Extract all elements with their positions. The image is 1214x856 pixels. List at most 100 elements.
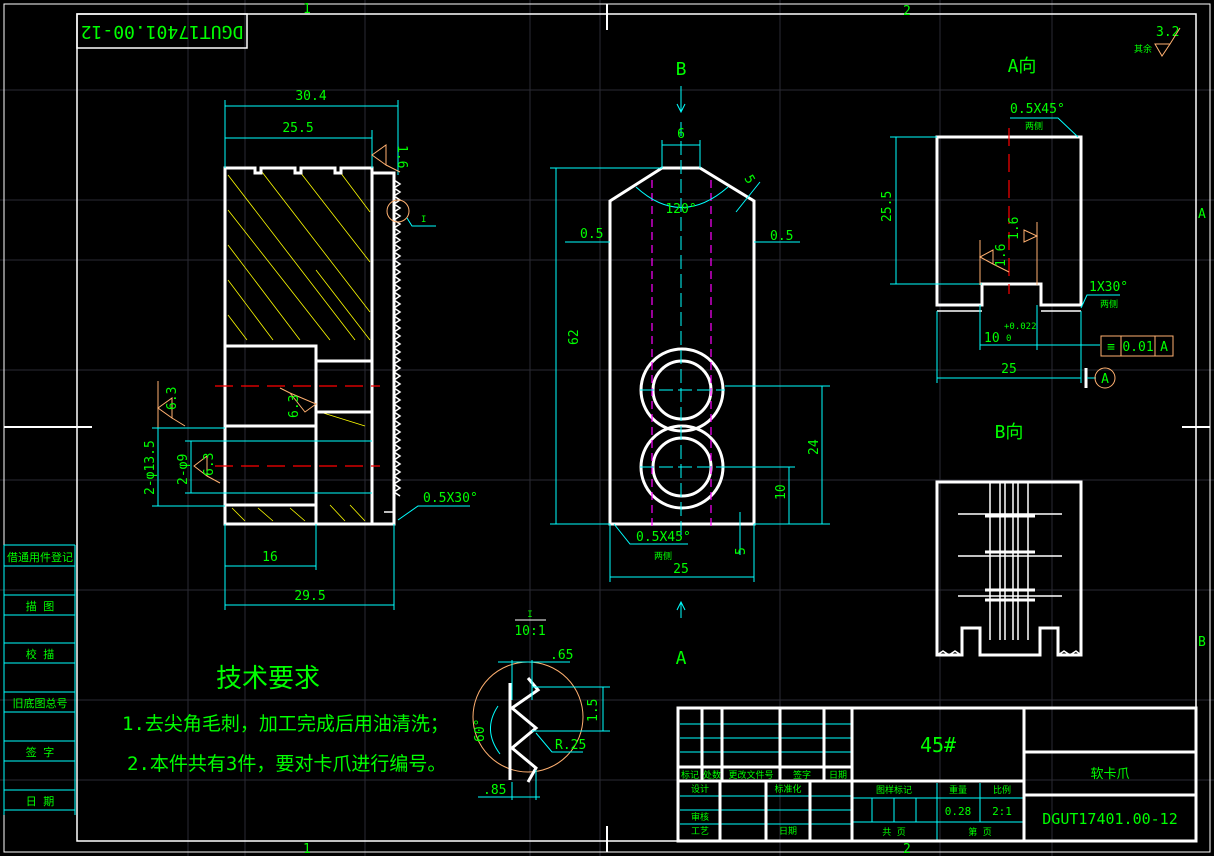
drawing-text: 5: [734, 547, 749, 555]
drawing-text: 审核: [691, 811, 709, 823]
drawing-text: 1.5: [586, 699, 601, 722]
drawing-text: 2.本件共有3件，要对卡爪进行编号。: [127, 753, 446, 775]
drawing-text: 6: [677, 127, 685, 142]
drawing-text: 0.5X45°: [636, 530, 691, 545]
drawing-text: 设计: [691, 783, 709, 795]
drawing-text: 共 页: [882, 827, 905, 838]
drawing-text: 第 页: [968, 826, 991, 838]
drawing-text: 6.3: [287, 395, 302, 418]
drawing-text: 日 期: [26, 795, 55, 808]
drawing-text: 处数: [703, 769, 721, 781]
drawing-text: .85: [483, 783, 506, 798]
weight: 0.28: [945, 805, 972, 818]
drawing-text: A: [1160, 340, 1168, 355]
drawing-text: 旧底图总号: [13, 696, 68, 710]
detail-view-i: I 10:1 .65 1.5 60° R.25 .85: [472, 610, 610, 800]
drawing-text: 1.6: [1007, 217, 1022, 240]
drawing-text: 25.5: [282, 121, 313, 136]
zone-label: 1: [303, 842, 311, 856]
datum-a: A: [1101, 372, 1109, 387]
zone-label: A: [1198, 207, 1206, 222]
view-label-b: B: [676, 59, 687, 80]
drawing-text: 工艺: [691, 826, 709, 837]
view-b: B向: [935, 422, 1083, 657]
drawing-text: 日期: [829, 770, 847, 781]
drawing-text: 两侧: [1100, 298, 1118, 310]
drawing-text: 0: [1006, 334, 1011, 344]
drawing-text: 借通用件登记: [7, 550, 73, 564]
drawing-text: 标记: [681, 769, 699, 781]
drawing-text: 1.6: [394, 145, 409, 168]
view-label-a: A: [676, 648, 687, 669]
drawing-text: 校 描: [26, 647, 55, 661]
drawing-text: 1.去尖角毛刺，加工完成后用油清洗；: [122, 713, 449, 735]
general-surface-finish-note: 其余 3.2: [1134, 25, 1181, 57]
drawing-text: 10: [774, 484, 789, 500]
technical-requirements: 技术要求 1.去尖角毛刺，加工完成后用油清洗； 2.本件共有3件，要对卡爪进行编…: [122, 664, 449, 775]
drawing-text: 3.2: [1156, 25, 1179, 40]
drawing-text: 2-φ13.5: [143, 440, 158, 495]
drawing-text: +0.022: [1004, 322, 1037, 332]
drawing-text: 标准化: [774, 783, 801, 795]
drawing-text: 描 图: [26, 599, 55, 613]
drawing-text: 1X30°: [1089, 280, 1128, 295]
rotated-drawing-number: DGUT17401.00-12: [76, 13, 248, 49]
left-signature-column: 借通用件登记 描 图 校 描 旧底图总号 签 字 日 期: [3, 544, 76, 815]
drawing-text: 0.5: [770, 229, 793, 244]
drawing-number: DGUT17401.00-12: [1042, 810, 1177, 828]
drawing-border: [3, 3, 1211, 853]
drawing-text: 29.5: [294, 589, 325, 604]
drawing-text: 16: [262, 550, 278, 565]
view-a: A向 0.5X45° 两侧 25.5 1.6 1.6 1X30° 两侧 10 +…: [880, 56, 1174, 389]
drawing-text: 日期: [779, 826, 797, 837]
drawing-text: B向: [995, 422, 1024, 443]
scale: 2:1: [992, 805, 1012, 818]
title-block: 标记 处数 更改文件号 签字 日期 设计 标准化 审核 工艺 日期 45# 图样…: [676, 706, 1198, 843]
drawing-text: 2-φ9: [176, 454, 191, 485]
drawing-text: 25: [673, 562, 689, 577]
drawing-text: 30.4: [295, 89, 326, 104]
drawing-text: 签字: [793, 769, 811, 781]
drawing-text: .65: [550, 648, 573, 663]
drawing-text: 25: [1001, 362, 1017, 377]
section-view: 30.4 25.5 1.6 I 6.3 6.3 6.3 2-φ13.5 2-φ9…: [143, 89, 478, 610]
drawing-text: 25.5: [880, 191, 895, 222]
drawing-text: A向: [1008, 56, 1037, 77]
zone-label: 2: [903, 842, 911, 856]
drawing-text: 6.3: [202, 453, 217, 476]
drawing-text: 0.5X45°: [1010, 102, 1065, 117]
drawing-text: I: [527, 610, 532, 620]
zone-label: 1: [303, 2, 311, 17]
drawing-text: 1.6: [994, 244, 1009, 267]
front-view: B A 6 5 120° 0.5 0.5 62 24 10 5 0.5X45° …: [550, 59, 830, 669]
material: 45#: [920, 733, 956, 757]
zone-label: 2: [903, 4, 911, 19]
drawing-text: 比例: [993, 784, 1011, 796]
drawing-text: 两侧: [654, 550, 672, 562]
drawing-text: 技术要求: [216, 664, 320, 694]
drawing-text: 两侧: [1025, 120, 1043, 132]
drawing-text: 0.5: [580, 227, 603, 242]
drawing-text: DGUT17401.00-12: [81, 21, 244, 42]
drawing-text: 签 字: [26, 745, 55, 759]
flatness-tolerance-frame: ≡ 0.01 A: [1100, 335, 1174, 357]
drawing-text: R.25: [555, 738, 586, 753]
drawing-text: 62: [567, 329, 582, 345]
drawing-text: 更改文件号: [728, 769, 773, 781]
drawing-text: 24: [807, 439, 822, 455]
drawing-text: 120°: [665, 202, 696, 217]
drawing-text: ≡: [1107, 340, 1115, 355]
drawing-text: 10:1: [514, 624, 545, 639]
drawing-text: 0.5X30°: [423, 491, 478, 506]
drawing-text: 其余: [1134, 43, 1152, 55]
drawing-text: 5: [741, 173, 758, 187]
part-name: 软卡爪: [1090, 767, 1129, 782]
drawing-text: 0.01: [1122, 340, 1153, 355]
zone-label: B: [1198, 635, 1206, 650]
drawing-text: 10: [984, 331, 1000, 346]
drawing-text: I: [421, 215, 426, 225]
drawing-text: 重量: [949, 784, 967, 796]
drawing-text: 图样标记: [876, 784, 912, 796]
drawing-text: 60°: [473, 719, 488, 742]
